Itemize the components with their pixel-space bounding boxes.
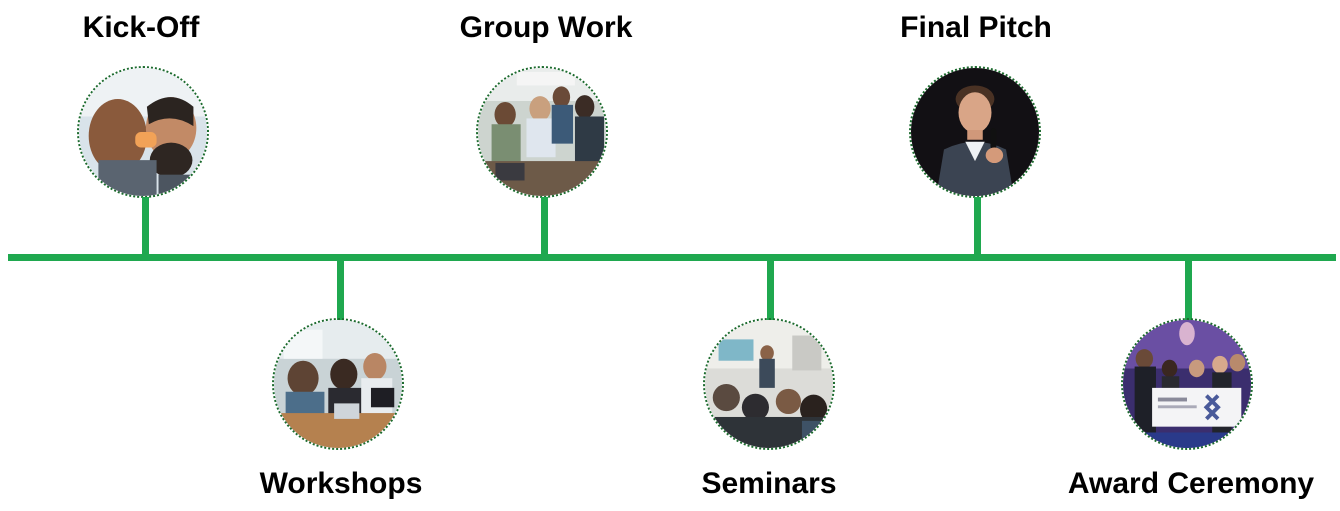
event-photo-final-pitch [909,66,1041,198]
event-label-award-ceremony: Award Ceremony [1067,467,1315,500]
connector-award-ceremony [1185,260,1192,320]
connector-seminars [767,260,774,320]
event-photo-kick-off [77,66,209,198]
event-label-workshops: Workshops [259,467,423,500]
connector-group-work [541,197,548,255]
event-label-kick-off: Kick-Off [82,11,200,44]
event-photo-workshops [272,318,404,450]
people-drinking-photo [79,68,207,196]
event-label-final-pitch: Final Pitch [900,11,1052,44]
connector-kick-off [142,197,149,255]
seminar-audience-photo [705,320,833,448]
connector-final-pitch [974,197,981,255]
event-photo-group-work [476,66,608,198]
award-winners-photo [1123,320,1251,448]
event-label-seminars: Seminars [701,467,837,500]
group-seated-photo [478,68,606,196]
speaker-microphone-photo [911,68,1039,196]
event-photo-seminars [703,318,835,450]
event-label-group-work: Group Work [459,11,633,44]
connector-workshops [337,260,344,320]
team-meeting-photo [274,320,402,448]
timeline-axis [8,254,1336,261]
event-photo-award-ceremony [1121,318,1253,450]
